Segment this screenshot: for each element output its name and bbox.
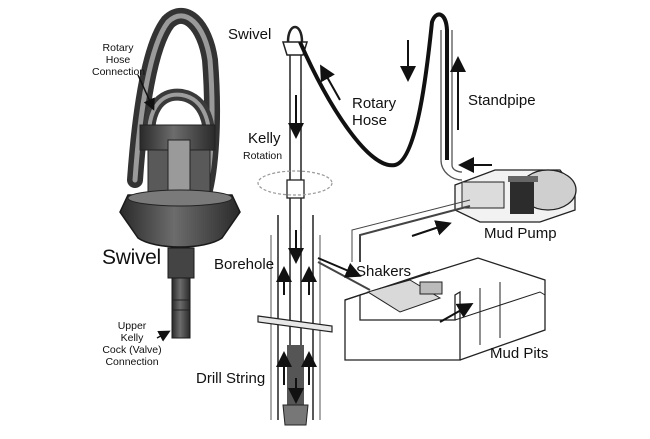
kelly-rotation-title: Kelly bbox=[248, 130, 281, 147]
upper-kelly-cock-label: Upper Kelly Cock (Valve) Connection bbox=[102, 320, 162, 369]
standpipe-label: Standpipe bbox=[468, 92, 536, 109]
mud-pits-label: Mud Pits bbox=[490, 345, 549, 362]
well-drill-string-illustration bbox=[257, 25, 333, 426]
rotary-hose-standpipe bbox=[298, 12, 492, 181]
mud-pump-label: Mud Pump bbox=[484, 225, 557, 242]
kelly-rotation-subtitle: Rotation bbox=[243, 150, 283, 162]
swivel-large-label: Swivel bbox=[102, 246, 161, 269]
mud-pits-illustration bbox=[317, 257, 546, 361]
swivel-top-label: Swivel bbox=[228, 26, 272, 43]
rotary-hose-connection-label: Rotary Hose Connection bbox=[92, 42, 146, 79]
drill-string-label: Drill String bbox=[196, 370, 266, 387]
borehole-label: Borehole bbox=[214, 256, 275, 273]
rotary-hose-label: Rotary Hose bbox=[352, 95, 397, 130]
shakers-label: Shakers bbox=[356, 263, 412, 280]
swivel-illustration bbox=[119, 8, 241, 339]
mud-pump-illustration bbox=[351, 169, 577, 262]
